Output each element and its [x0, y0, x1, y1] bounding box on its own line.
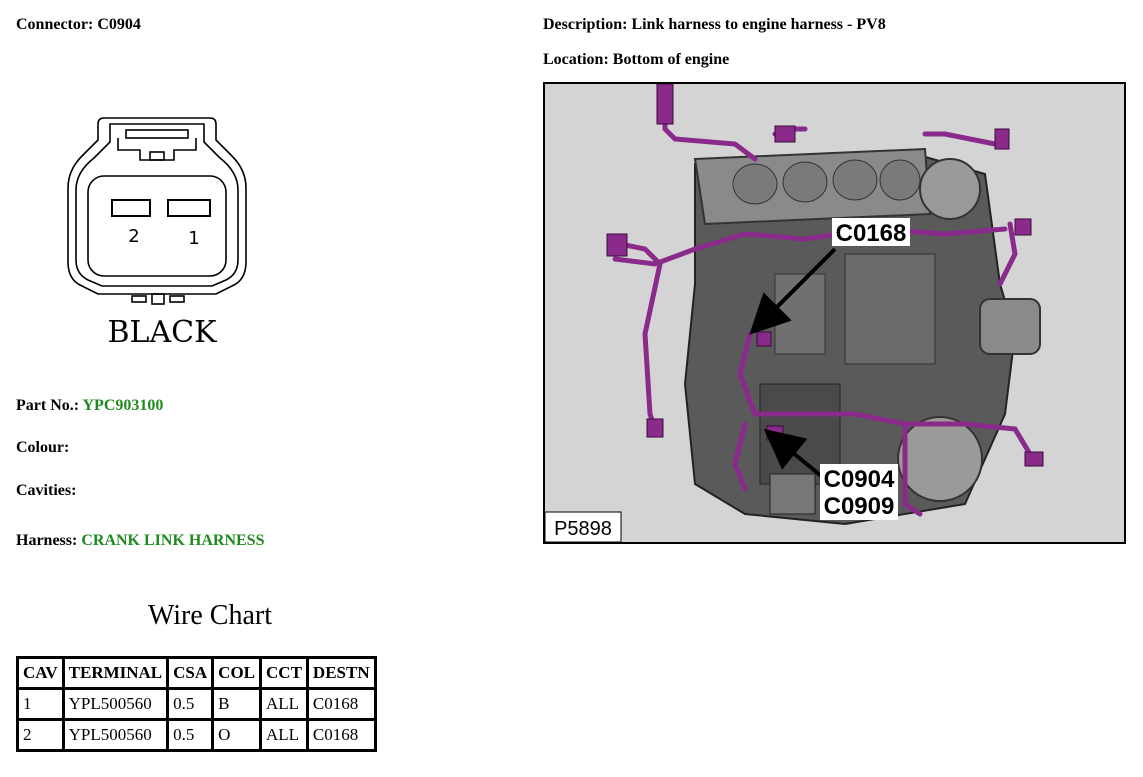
col-col: COL [211, 656, 263, 690]
colour-row: Colour: [16, 439, 69, 457]
wire-chart-header-row: CAV TERMINAL CSA COL CCT DESTN [16, 656, 377, 690]
cell-destn: C0168 [305, 687, 377, 721]
cell-cct: ALL [259, 718, 309, 752]
col-csa: CSA [166, 656, 215, 690]
description-label: Description: [543, 16, 628, 33]
harness-label: Harness: [16, 532, 78, 549]
table-row: 1 YPL500560 0.5 B ALL C0168 [16, 687, 377, 721]
col-cav: CAV [16, 656, 65, 690]
cell-col: O [211, 718, 263, 752]
figure-id: P5898 [554, 518, 612, 540]
cavity-label-1: 1 [188, 228, 199, 249]
connector-heading: Connector: C0904 [16, 16, 141, 34]
callout-c0168: C0168 [836, 220, 907, 247]
location-value: Bottom of engine [612, 51, 730, 68]
cavities-label: Cavities: [16, 482, 77, 499]
harness-value: CRANK LINK HARNESS [81, 532, 265, 549]
wire-chart-title: Wire Chart [147, 600, 273, 631]
harness-row: Harness: CRANK LINK HARNESS [16, 532, 264, 550]
wire-chart-table: CAV TERMINAL CSA COL CCT DESTN 1 YPL5005… [16, 656, 377, 752]
callout-c0909: C0909 [824, 493, 895, 520]
engine-location-image: C0168 C0904 C0909 P5898 [543, 82, 1126, 544]
cavities-row: Cavities: [16, 482, 76, 500]
location-label: Location: [543, 51, 609, 68]
colour-label: Colour: [16, 439, 70, 456]
cell-destn: C0168 [305, 718, 377, 752]
connector-colour-text: BLACK [108, 315, 218, 350]
connector-face-drawing: 2 1 BLACK [64, 112, 250, 352]
cell-col: B [211, 687, 263, 721]
col-destn: DESTN [305, 656, 377, 690]
col-terminal: TERMINAL [61, 656, 170, 690]
location-heading: Location: Bottom of engine [543, 51, 729, 69]
cell-csa: 0.5 [166, 687, 215, 721]
callout-c0904: C0904 [824, 466, 895, 493]
part-no-row: Part No.: YPC903100 [16, 397, 163, 415]
description-value: Link harness to engine harness - PV8 [631, 16, 886, 33]
col-cct: CCT [259, 656, 309, 690]
cell-terminal: YPL500560 [61, 718, 170, 752]
part-no-label: Part No.: [16, 397, 80, 414]
cell-cct: ALL [259, 687, 309, 721]
cell-csa: 0.5 [166, 718, 215, 752]
cell-cav: 2 [16, 718, 65, 752]
description-heading: Description: Link harness to engine harn… [543, 16, 886, 34]
cell-terminal: YPL500560 [61, 687, 170, 721]
connector-label: Connector: [16, 16, 94, 33]
table-row: 2 YPL500560 0.5 O ALL C0168 [16, 718, 377, 752]
part-no-value: YPC903100 [82, 397, 164, 414]
cavity-label-2: 2 [128, 226, 139, 247]
cell-cav: 1 [16, 687, 65, 721]
connector-value: C0904 [97, 16, 141, 33]
